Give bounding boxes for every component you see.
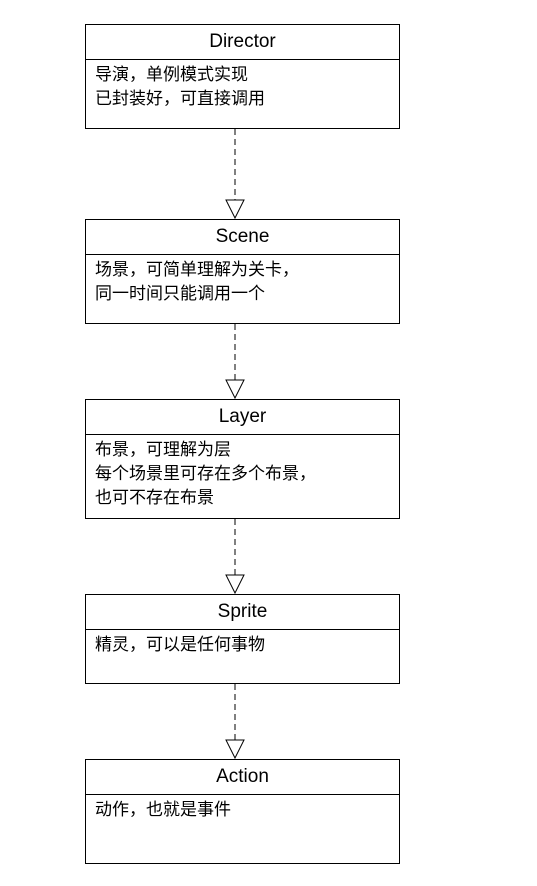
- class-description-director: 导演，单例模式实现 已封装好，可直接调用: [86, 60, 399, 111]
- class-description-scene: 场景，可简单理解为关卡， 同一时间只能调用一个: [86, 255, 399, 306]
- class-box-director: Director 导演，单例模式实现 已封装好，可直接调用: [85, 24, 400, 129]
- arrow-layer-to-sprite: [225, 519, 245, 595]
- description-line: 同一时间只能调用一个: [95, 284, 265, 304]
- class-box-action: Action 动作，也就是事件: [85, 759, 400, 864]
- class-title-action: Action: [86, 760, 399, 795]
- class-title-sprite: Sprite: [86, 595, 399, 630]
- arrow-director-to-scene: [225, 129, 245, 220]
- class-description-sprite: 精灵，可以是任何事物: [86, 630, 399, 657]
- description-line: 布景，可理解为层: [95, 440, 231, 460]
- description-line: 每个场景里可存在多个布景，: [95, 464, 316, 484]
- class-title-director: Director: [86, 25, 399, 60]
- class-description-action: 动作，也就是事件: [86, 795, 399, 822]
- class-box-scene: Scene 场景，可简单理解为关卡， 同一时间只能调用一个: [85, 219, 400, 324]
- description-line: 场景，可简单理解为关卡，: [95, 260, 299, 280]
- arrow-sprite-to-action: [225, 684, 245, 760]
- class-description-layer: 布景，可理解为层 每个场景里可存在多个布景， 也可不存在布景: [86, 435, 399, 510]
- description-line: 已封装好，可直接调用: [95, 89, 265, 109]
- class-box-sprite: Sprite 精灵，可以是任何事物: [85, 594, 400, 684]
- description-line: 也可不存在布景: [95, 488, 214, 508]
- class-box-layer: Layer 布景，可理解为层 每个场景里可存在多个布景， 也可不存在布景: [85, 399, 400, 519]
- class-title-layer: Layer: [86, 400, 399, 435]
- description-line: 精灵，可以是任何事物: [95, 635, 265, 655]
- description-line: 导演，单例模式实现: [95, 65, 248, 85]
- class-title-scene: Scene: [86, 220, 399, 255]
- arrow-scene-to-layer: [225, 324, 245, 400]
- description-line: 动作，也就是事件: [95, 800, 231, 820]
